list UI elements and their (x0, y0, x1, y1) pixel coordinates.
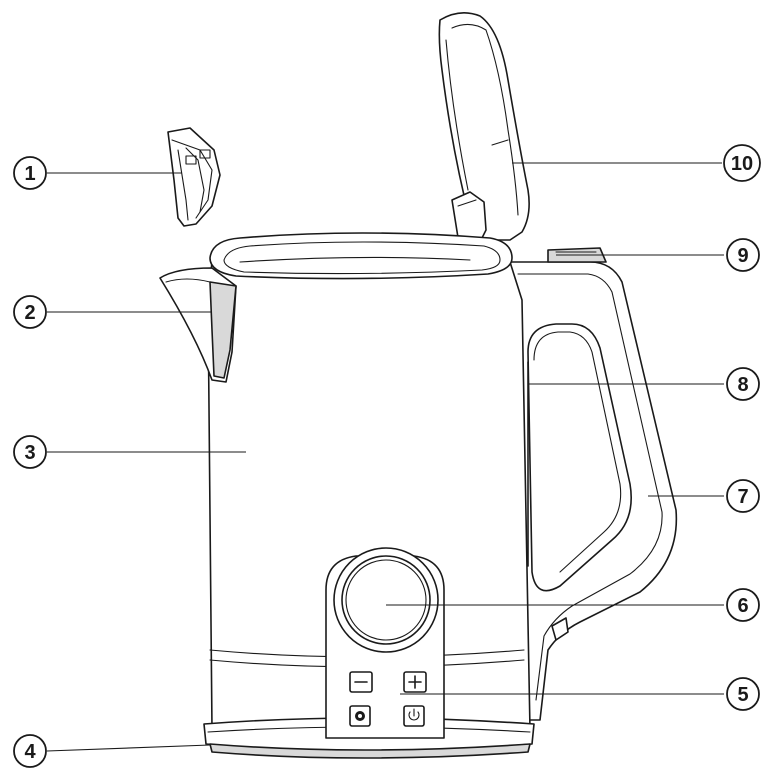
callout-4: 4 (13, 734, 47, 768)
callout-8: 8 (726, 367, 760, 401)
plus-button (403, 671, 427, 693)
callout-6: 6 (726, 588, 760, 622)
callout-1-number: 1 (24, 163, 35, 185)
plus-icon (408, 675, 422, 689)
callout-2: 2 (13, 295, 47, 329)
callout-7: 7 (726, 479, 760, 513)
callout-4-number: 4 (24, 741, 36, 763)
callout-9-number: 9 (737, 245, 748, 267)
control-panel (325, 547, 445, 739)
callout-6-number: 6 (737, 595, 748, 617)
minus-button (349, 671, 373, 693)
callout-2-number: 2 (24, 302, 35, 324)
keep-warm-button (349, 705, 371, 727)
lid (438, 12, 530, 251)
callout-8-number: 8 (737, 374, 748, 396)
gear-icon (355, 711, 365, 721)
callout-10-number: 10 (731, 153, 753, 175)
callout-9: 9 (726, 238, 760, 272)
callout-5: 5 (726, 677, 760, 711)
handle (507, 247, 678, 721)
power-icon (408, 708, 420, 721)
power-button (403, 705, 425, 727)
callout-5-number: 5 (737, 684, 748, 706)
callout-10: 10 (723, 144, 761, 182)
spout (159, 267, 237, 383)
callout-3-number: 3 (24, 442, 35, 464)
callout-1: 1 (13, 156, 47, 190)
callout-3: 3 (13, 435, 47, 469)
limescale-filter (167, 127, 221, 227)
callout-7-number: 7 (737, 486, 748, 508)
leader-lines (46, 162, 724, 752)
